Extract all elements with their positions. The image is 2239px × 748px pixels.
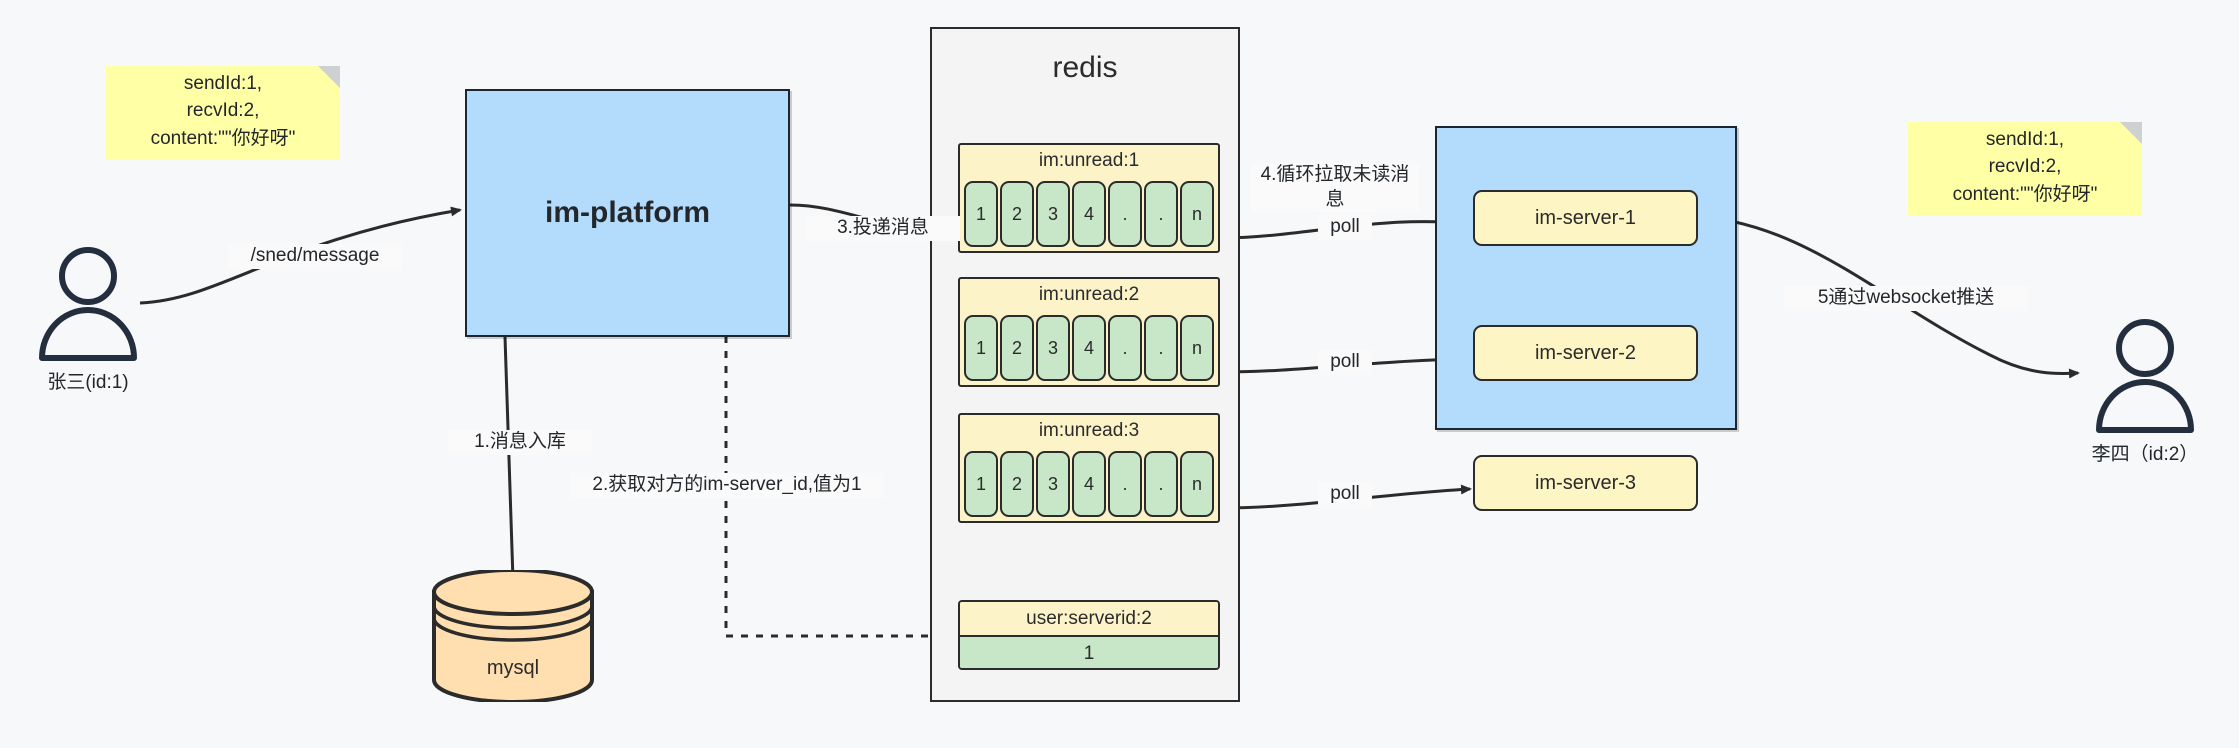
redis-queue-3[interactable]: im:unread:3 1 2 3 4 . . n [958,413,1220,523]
redis-queue-2-cells: 1 2 3 4 . . n [964,315,1214,381]
redis-queue-2-key: im:unread:2 [1038,284,1140,305]
queue-cell[interactable]: 3 [1036,181,1070,247]
im-server-cluster [1435,126,1737,430]
queue-cell[interactable]: n [1180,181,1214,247]
queue-cell[interactable]: 2 [1000,181,1034,247]
mysql-database: mysql [428,568,598,704]
queue-cell[interactable]: 2 [1000,451,1034,517]
edge-label-poll-3: poll [1318,482,1372,507]
note-right: sendId:1, recvId:2, content:""你好呀" [1908,122,2142,216]
redis-title: redis [1052,51,1118,84]
queue-cell[interactable]: n [1180,315,1214,381]
queue-cell[interactable]: 2 [1000,315,1034,381]
im-platform-node[interactable]: im-platform [465,89,790,337]
queue-cell[interactable]: 4 [1072,451,1106,517]
queue-cell[interactable]: . [1108,315,1142,381]
actor-receiver: 李四（id:2） [2085,318,2205,465]
queue-cell[interactable]: 3 [1036,451,1070,517]
actor-sender: 张三(id:1) [28,246,148,393]
im-server-2-label: im-server-2 [1534,341,1637,364]
edge-label-poll-2: poll [1318,350,1372,375]
edge-label-poll-1: poll [1318,215,1372,240]
redis-user-serverid-key: user:serverid:2 [960,602,1218,635]
edge-label-step2: 2.获取对方的im-server_id,值为1 [570,473,884,498]
redis-user-serverid-value: 1 [960,635,1218,668]
queue-cell[interactable]: . [1108,181,1142,247]
database-cylinder-icon [432,568,594,704]
person-icon [39,247,137,361]
redis-queue-2[interactable]: im:unread:2 1 2 3 4 . . n [958,277,1220,387]
note-right-text: sendId:1, recvId:2, content:""你好呀" [1952,128,2098,205]
edge-label-step5: 5通过websocket推送 [1784,286,2028,311]
actor-sender-label: 张三(id:1) [47,372,129,393]
queue-cell[interactable]: 1 [964,315,998,381]
im-server-1-label: im-server-1 [1534,206,1637,229]
queue-cell[interactable]: . [1144,181,1178,247]
edge-platform-to-mysql [503,336,518,582]
edge-label-step4: 4.循环拉取未读消 息 [1251,163,1419,213]
queue-cell[interactable]: 4 [1072,315,1106,381]
queue-cell[interactable]: . [1144,451,1178,517]
im-server-1[interactable]: im-server-1 [1473,190,1698,246]
im-server-3[interactable]: im-server-3 [1473,455,1698,511]
mysql-label: mysql [486,657,540,679]
im-platform-label: im-platform [545,196,710,229]
note-fold-icon [2120,122,2142,144]
edge-label-step3: 3.投递消息 [806,216,960,241]
queue-cell[interactable]: 1 [964,181,998,247]
redis-user-serverid-entry[interactable]: user:serverid:2 1 [958,600,1220,670]
person-icon [2096,319,2194,433]
queue-cell[interactable]: . [1144,315,1178,381]
im-server-2[interactable]: im-server-2 [1473,325,1698,381]
queue-cell[interactable]: 1 [964,451,998,517]
edge-label-send-message: /sned/message [228,244,402,269]
note-left: sendId:1, recvId:2, content:""你好呀" [106,66,340,160]
im-server-3-label: im-server-3 [1534,471,1637,494]
redis-queue-3-cells: 1 2 3 4 . . n [964,451,1214,517]
edge-label-step1: 1.消息入库 [448,430,592,455]
queue-cell[interactable]: 4 [1072,181,1106,247]
note-left-text: sendId:1, recvId:2, content:""你好呀" [150,72,296,149]
note-fold-icon [318,66,340,88]
actor-receiver-label: 李四（id:2） [2091,444,2199,465]
queue-cell[interactable]: n [1180,451,1214,517]
queue-cell[interactable]: 3 [1036,315,1070,381]
redis-queue-3-key: im:unread:3 [1038,420,1140,441]
redis-queue-1-key: im:unread:1 [1038,150,1140,171]
queue-cell[interactable]: . [1108,451,1142,517]
redis-queue-1-cells: 1 2 3 4 . . n [964,181,1214,247]
redis-queue-1[interactable]: im:unread:1 1 2 3 4 . . n [958,143,1220,253]
